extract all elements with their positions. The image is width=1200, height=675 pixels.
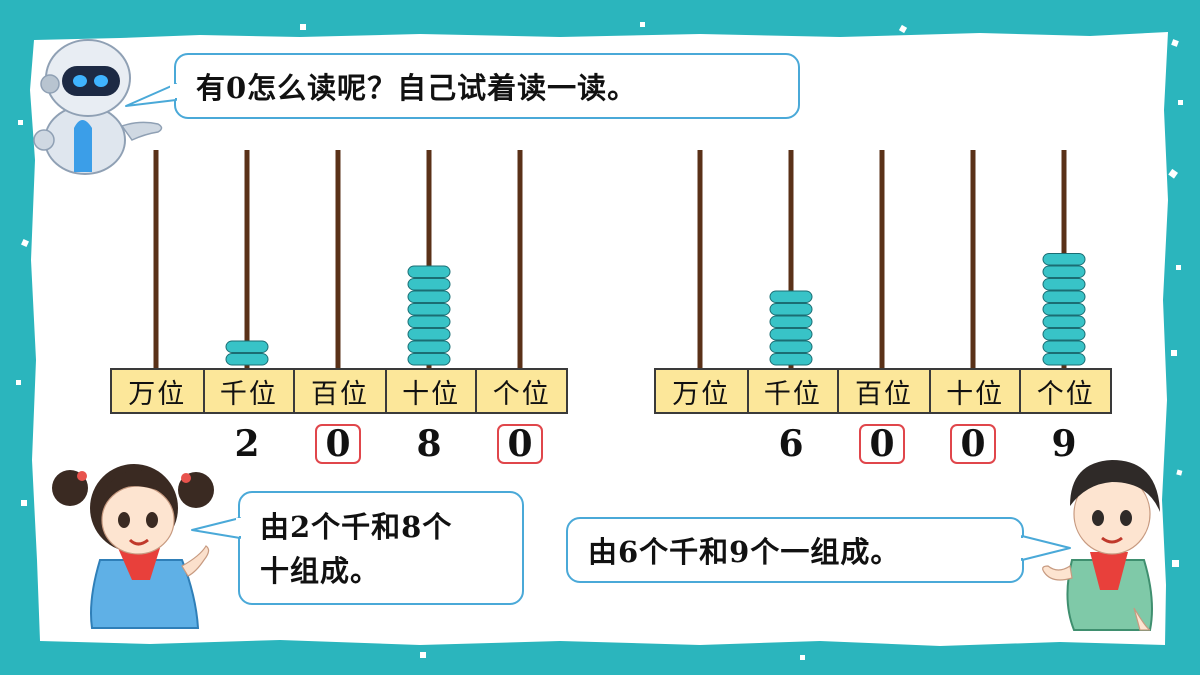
abacus-right-digit-qianwei: 6 — [778, 423, 804, 465]
abacus-left-bead-qianwei — [225, 340, 269, 353]
abacus-left-digit-shiwei: 8 — [416, 423, 442, 465]
label-gewei: 个位 — [1019, 370, 1110, 412]
robot-character — [33, 39, 163, 175]
abacus-right-rod-shiwei — [970, 150, 976, 368]
label-shiwei: 十位 — [928, 370, 1020, 412]
abacus-right-bead-gewei — [1042, 290, 1086, 303]
abacus-left-digit-qianwei: 2 — [234, 423, 260, 465]
abacus-left-rod-gewei — [517, 150, 523, 368]
abacus-right-bead-gewei — [1042, 353, 1086, 366]
boy-bubble-text: 由6个千和9个一组成。 — [588, 535, 901, 569]
abacus-right-label-bar: 万位 千位 百位 十位 个位 — [654, 368, 1112, 414]
abacus-right-digit-shiwei: 0 — [950, 424, 996, 464]
abacus-left-bead-shiwei — [407, 265, 451, 278]
abacus-left-rod-wanwei — [153, 150, 159, 368]
girl-bubble: 由2个千和8个 十组成。 — [238, 491, 524, 605]
label-gewei: 个位 — [475, 370, 566, 412]
girl-bubble-line1: 由2个千和8个 — [260, 510, 453, 544]
abacus-right-bead-qianwei — [769, 353, 813, 366]
abacus-left-bead-shiwei — [407, 353, 451, 366]
abacus-right-bead-gewei — [1042, 253, 1086, 266]
abacus-right-rod-qianwei — [788, 150, 794, 368]
abacus-left-bead-shiwei — [407, 328, 451, 341]
abacus-right-rod-wanwei — [697, 150, 703, 368]
abacus-left-bead-shiwei — [407, 340, 451, 353]
abacus-right-bead-qianwei — [769, 303, 813, 316]
abacus-left-rod-baiwei — [335, 150, 341, 368]
abacus-left-bead-shiwei — [407, 278, 451, 291]
abacus-right-digit-baiwei: 0 — [859, 424, 905, 464]
label-wanwei: 万位 — [672, 378, 731, 410]
label-qianwei: 千位 — [202, 370, 294, 412]
abacus-right-bead-qianwei — [769, 290, 813, 303]
girl-character — [52, 464, 214, 629]
abacus-right-digit-gewei: 9 — [1051, 423, 1077, 465]
abacus-right-bead-gewei — [1042, 315, 1086, 328]
abacus-right-rod-baiwei — [879, 150, 885, 368]
abacus-right-bead-gewei — [1042, 328, 1086, 341]
label-qianwei: 千位 — [746, 370, 838, 412]
abacus-left-bead-qianwei — [225, 353, 269, 366]
label-baiwei: 百位 — [293, 370, 385, 412]
abacus-left-digit-gewei: 0 — [497, 424, 543, 464]
abacus-left-rod-shiwei — [426, 150, 432, 368]
abacus-left-bead-shiwei — [407, 290, 451, 303]
paper-edge-bits — [16, 22, 1183, 660]
abacus-left-rod-qianwei — [244, 150, 250, 368]
abacus-right-bead-gewei — [1042, 340, 1086, 353]
abacus-right-bead-gewei — [1042, 303, 1086, 316]
label-wanwei: 万位 — [128, 378, 187, 410]
boy-bubble: 由6个千和9个一组成。 — [566, 517, 1024, 583]
abacus-right-bead-qianwei — [769, 340, 813, 353]
abacus-left-digit-baiwei: 0 — [315, 424, 361, 464]
abacus-right-bead-qianwei — [769, 328, 813, 341]
girl-bubble-line2: 十组成。 — [260, 554, 381, 588]
abacus-right-bead-gewei — [1042, 278, 1086, 291]
abacus-left-label-bar: 万位 千位 百位 十位 个位 — [110, 368, 568, 414]
abacus-left-bead-shiwei — [407, 315, 451, 328]
label-baiwei: 百位 — [837, 370, 929, 412]
label-shiwei: 十位 — [384, 370, 476, 412]
abacus-right-bead-gewei — [1042, 265, 1086, 278]
girl-bubble-tail — [191, 517, 244, 539]
question-bubble-tail — [125, 83, 179, 107]
question-text: 有0怎么读呢？自己试着读一读。 — [196, 71, 638, 105]
abacus-left-bead-shiwei — [407, 303, 451, 316]
abacus-right-bead-qianwei — [769, 315, 813, 328]
